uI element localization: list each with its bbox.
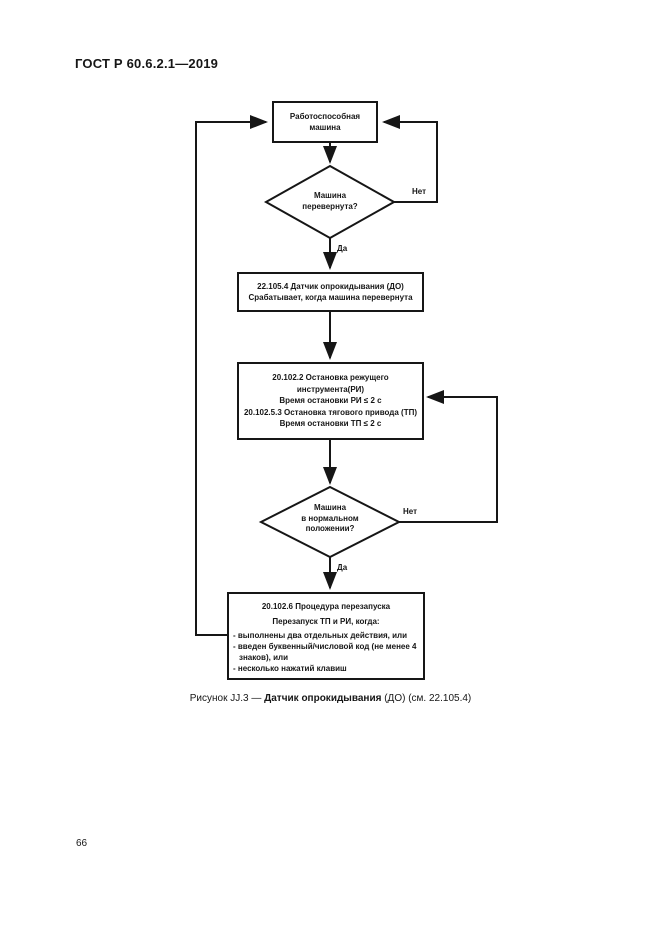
- restart-condition-3: - несколько нажатий клавиш: [233, 664, 347, 673]
- restart-procedure-box: 20.102.6 Процедура перезапуска Перезапус…: [227, 592, 425, 680]
- stop-box: 20.102.2 Остановка режущего инструмента(…: [237, 362, 424, 440]
- decision2-label: Машина в нормальном положении?: [301, 503, 359, 533]
- standard-header: ГОСТ Р 60.6.2.1—2019: [75, 56, 219, 71]
- page-number: 66: [76, 838, 88, 849]
- restart-condition-1: - выполнены два отдельных действия, или: [233, 631, 408, 640]
- decision2-diamond: [258, 485, 402, 559]
- stop-cutting-time: Время остановки РИ ≤ 2 с: [279, 396, 382, 406]
- stop-traction-time: Время остановки ТП ≤ 2 с: [279, 419, 382, 429]
- connector-restart-to-top: [195, 115, 268, 636]
- connector-decision1-no: [382, 115, 438, 203]
- operational-machine-line1: Работоспособная: [289, 111, 361, 121]
- restart-condition-2: - введен буквенный/числовой код (не мене…: [233, 642, 417, 662]
- decision1-diamond: [263, 164, 397, 240]
- restart-title: 20.102.6 Процедура перезапуска: [261, 602, 391, 611]
- operational-machine-box: Работоспособная машина: [272, 101, 378, 143]
- restart-conditions: - выполнены два отдельных действия, или …: [229, 630, 423, 674]
- decision2-no-label: Нет: [403, 507, 418, 516]
- figure-caption: Рисунок JJ.3 — Датчик опрокидывания (ДО)…: [189, 693, 472, 704]
- decision2-yes-label: Да: [337, 563, 348, 572]
- tilt-sensor-desc: Срабатывает, когда машина перевернута: [248, 293, 413, 302]
- decision1-label: Машина перевернута?: [302, 191, 358, 211]
- connector-decision2-no: [399, 390, 498, 523]
- decision1-no-label: Нет: [412, 187, 427, 196]
- restart-subtitle: Перезапуск ТП и РИ, когда:: [272, 616, 380, 626]
- stop-cutting-title: 20.102.2 Остановка режущего инструмента(…: [272, 373, 389, 394]
- tilt-sensor-box: 22.105.4 Датчик опрокидывания (ДО) Сраба…: [237, 272, 424, 312]
- tilt-sensor-title: 22.105.4 Датчик опрокидывания (ДО): [257, 281, 404, 291]
- decision1-yes-label: Да: [337, 244, 348, 253]
- stop-traction-title: 20.102.5.3 Остановка тягового привода (Т…: [243, 407, 418, 417]
- operational-machine-line2: машина: [309, 123, 341, 132]
